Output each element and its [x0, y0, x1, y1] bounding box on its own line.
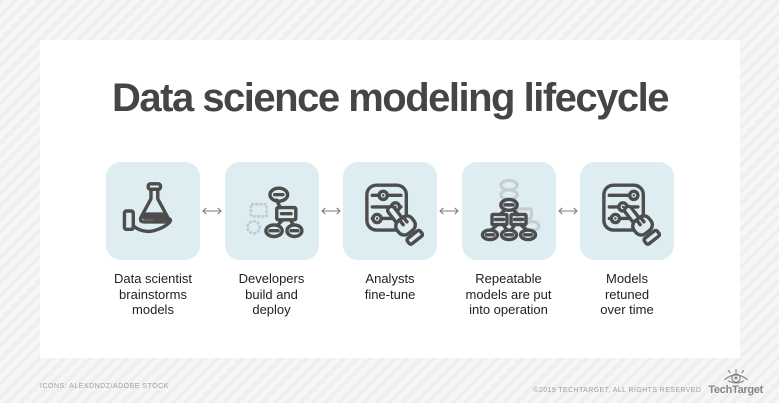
caption-line: Data scientist	[113, 271, 193, 286]
sliders-hand-icon	[365, 183, 424, 246]
hand-flask-icon	[122, 182, 173, 234]
step-caption: Data scientist brainstorms models	[87, 271, 219, 318]
step-tile	[461, 162, 556, 260]
caption-line: Models	[606, 271, 648, 286]
step-connector	[437, 162, 462, 260]
caption-line: build and	[245, 286, 298, 302]
page-title: Data science modeling lifecycle	[112, 76, 669, 120]
caption-line: over time	[600, 302, 654, 317]
caption-line: models	[132, 302, 174, 317]
double-arrow-icon	[202, 207, 222, 215]
step-caption: Models retuned over time	[561, 271, 693, 318]
step-tile	[580, 162, 674, 260]
techtarget-eye-icon	[723, 369, 748, 384]
icons-credit: ICONS: ALEXDNDZ/ADOBE STOCK	[40, 383, 169, 390]
step-tile	[224, 162, 319, 260]
step-caption: Repeatable models are put into operation	[443, 271, 575, 318]
lifecycle-step-retune: Models retuned over time	[580, 162, 674, 318]
infographic-card: Data science modeling lifecycle Data sci…	[40, 40, 740, 358]
caption-line: Repeatable	[475, 271, 542, 286]
double-arrow-icon	[439, 207, 459, 215]
lifecycle-step-operation: Repeatable models are put into operation	[461, 162, 556, 318]
techtarget-wordmark: TechTarget	[708, 384, 763, 396]
step-connector	[556, 162, 581, 260]
caption-line: models are put	[465, 286, 552, 302]
double-arrow-icon	[321, 207, 341, 215]
copyright-text: ©2019 TECHTARGET, ALL RIGHTS RESERVED	[533, 387, 702, 394]
lifecycle-step-build: Developers build and deploy	[224, 162, 319, 318]
lifecycle-step-brainstorm: Data scientist brainstorms models	[106, 162, 200, 318]
step-connector	[200, 162, 225, 260]
lifecycle-flow: Data scientist brainstorms models	[106, 162, 674, 318]
step-connector	[319, 162, 344, 260]
caption-line: deploy	[252, 302, 291, 317]
step-caption: Developers build and deploy	[206, 271, 338, 318]
techtarget-logo: TechTarget	[708, 369, 763, 396]
double-arrow-icon	[558, 207, 578, 215]
caption-line: Developers	[238, 271, 305, 286]
caption-line: retuned	[604, 286, 650, 302]
hierarchy-repeat-icon	[480, 178, 540, 242]
sliders-hand-retune-icon	[602, 183, 661, 246]
caption-line: fine-tune	[364, 286, 416, 302]
lifecycle-step-finetune: Analysts fine-tune	[343, 162, 437, 302]
caption-line: Analysts	[365, 271, 415, 286]
step-caption: Analysts fine-tune	[324, 271, 456, 302]
brand-footer: ©2019 TECHTARGET, ALL RIGHTS RESERVED Te…	[533, 369, 763, 396]
caption-line: into operation	[469, 302, 548, 317]
flowchart-build-icon	[245, 186, 304, 239]
step-tile	[106, 162, 200, 260]
step-tile	[343, 162, 437, 260]
caption-line: brainstorms	[119, 286, 187, 302]
